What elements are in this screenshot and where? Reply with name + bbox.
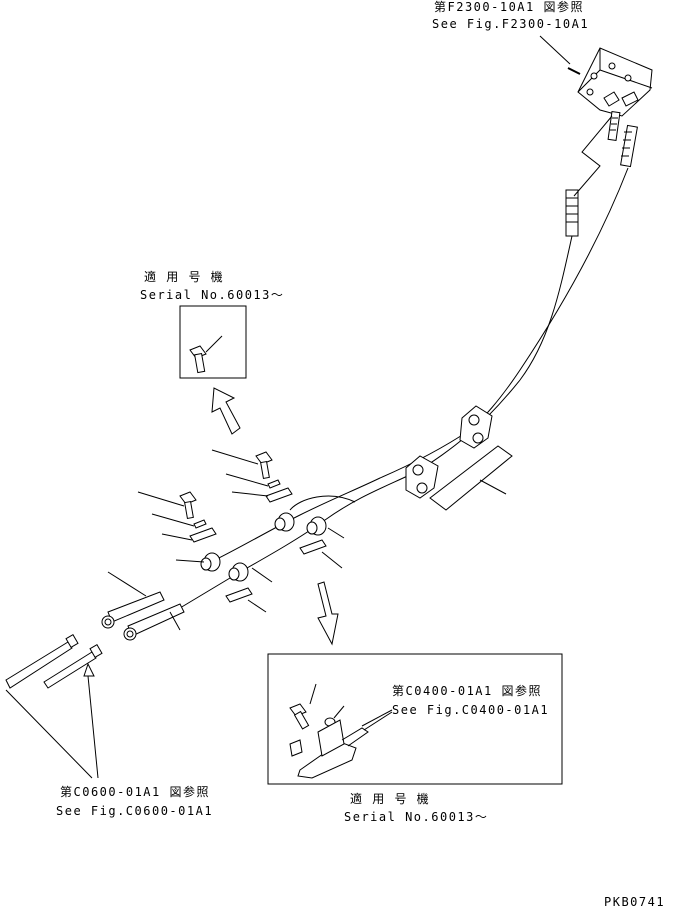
arrow-down-to-inset (317, 581, 339, 646)
hose-upper-b (469, 167, 629, 431)
hose-end-upper (101, 591, 165, 629)
clamp-leader-shape (429, 445, 513, 511)
hose-bend (289, 495, 356, 511)
serial-inset-upper (179, 305, 247, 379)
clamp-upper (459, 405, 493, 449)
ref-bottom-left-ja: 第C0600-01A1 図参照 (60, 785, 210, 799)
ref-bottom-left-en: See Fig.C0600-01A1 (56, 804, 214, 818)
bracket-inset-lower (289, 709, 393, 779)
hose-fitting-upper-left (607, 111, 621, 141)
bolt-inset (189, 335, 223, 374)
serial-lower-en: Serial No.60013～ (344, 810, 489, 824)
leaders-small-parts (137, 449, 345, 613)
tubes-leader-2 (87, 675, 99, 779)
bushing-c (200, 552, 221, 572)
serial-lower-ja: 適 用 号 機 (350, 792, 431, 806)
bolt-upper-right (255, 451, 273, 479)
ref-top-right-ja: 第F2300-10A1 図参照 (434, 0, 584, 14)
hose-fitting-lower (565, 189, 579, 237)
ref-mid-right-ja: 第C0400-01A1 図参照 (392, 684, 542, 698)
hose-main-1 (159, 469, 421, 621)
leader-top-ref (539, 35, 571, 65)
arrow-head-tubes (83, 662, 95, 677)
clip-upper-left (189, 527, 217, 543)
washer-upper-right (267, 479, 281, 489)
hose-fitting-upper-right (620, 124, 638, 168)
clip-lower-right (299, 539, 327, 555)
tubes-leader (5, 689, 93, 779)
bushing-b (306, 516, 327, 536)
hose-main-2 (214, 429, 471, 561)
clamp-lower (405, 455, 439, 499)
leader-clamp (479, 479, 507, 495)
leader-hose-end (107, 571, 181, 631)
ref-mid-right-en: See Fig.C0400-01A1 (392, 703, 550, 717)
hose-upper-a (573, 115, 613, 197)
ref-top-right-en: See Fig.F2300-10A1 (432, 17, 590, 31)
clip-upper-right (265, 487, 293, 503)
bolt-upper-left (179, 491, 197, 519)
drawing-code: PKB0741 (604, 895, 666, 909)
valve-block (567, 47, 653, 117)
washer-upper-left (193, 519, 207, 529)
leader-mid-ref (363, 711, 393, 731)
tube-lower (43, 643, 103, 689)
tube-upper (5, 633, 79, 689)
bolt-inset-lower (289, 683, 345, 730)
bushing-d (228, 562, 249, 582)
hose-upper-c (419, 235, 573, 471)
serial-upper-en: Serial No.60013～ (140, 288, 285, 302)
serial-upper-ja: 適 用 号 機 (144, 270, 225, 284)
arrow-up-to-inset (211, 387, 241, 435)
clip-lower-left (225, 587, 253, 603)
bushing-a (274, 512, 295, 532)
serial-inset-lower (267, 653, 563, 785)
